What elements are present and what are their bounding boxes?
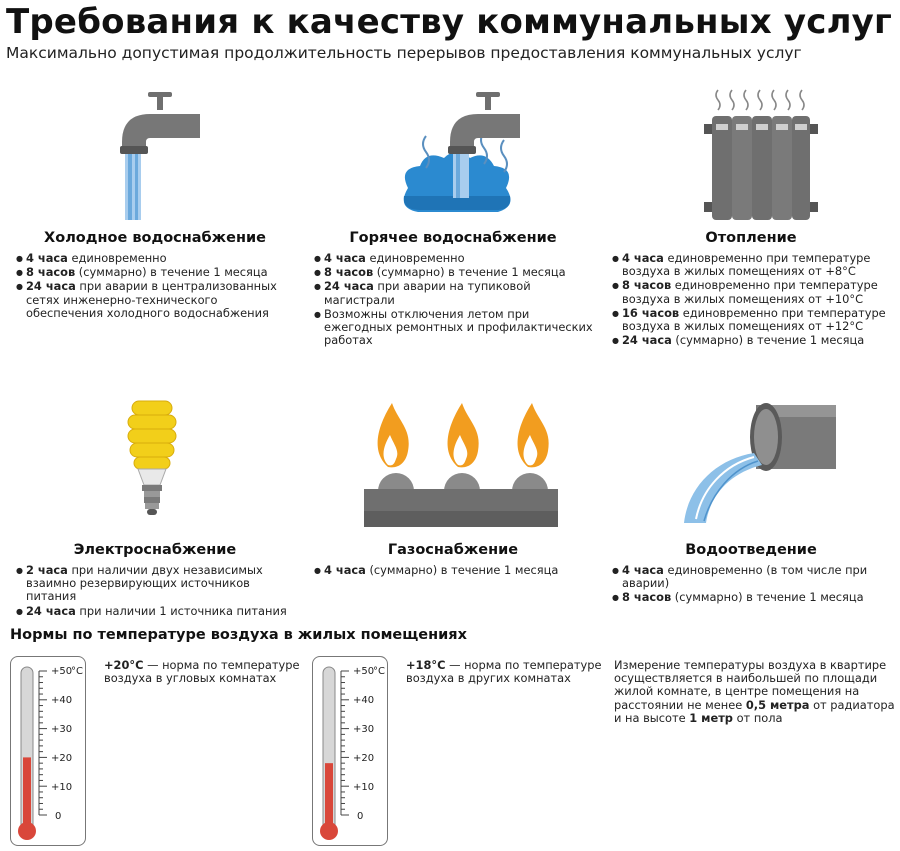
scale-label: +20 xyxy=(353,753,375,764)
service-requirements: 4 часа единовременно 8 часов (суммарно) … xyxy=(16,251,296,321)
mercury-level xyxy=(325,763,333,829)
hot-water-tap-icon xyxy=(308,80,598,220)
scale-label: 0 xyxy=(357,811,364,822)
scale-label: +10 xyxy=(353,782,375,793)
service-title: Газоснабжение xyxy=(387,542,519,558)
thermometer-icon xyxy=(320,666,349,840)
requirement-item: Возможны отключения летом при ежегодных … xyxy=(314,307,594,348)
service-requirements: 4 часа единовременно при температуре воз… xyxy=(612,251,892,348)
scale-label: +20 xyxy=(51,753,73,764)
thermometer-corner: +50 °С +40 +30 +20 +10 0 xyxy=(10,656,86,846)
mercury-level xyxy=(23,757,31,829)
requirement-item: 8 часов единовременно при температуре во… xyxy=(612,279,892,306)
light-bulb-icon xyxy=(10,395,300,535)
service-requirements: 4 часа единовременно 8 часов (суммарно) … xyxy=(314,251,594,348)
radiator-icon xyxy=(606,80,896,220)
service-title: Горячее водоснабжение xyxy=(349,230,557,246)
service-requirements: 2 часа при наличии двух независимых взаи… xyxy=(16,563,296,619)
service-title: Отопление xyxy=(705,230,797,246)
page-subtitle: Максимально допустимая продолжительность… xyxy=(6,44,802,62)
requirement-item: 2 часа при наличии двух независимых взаи… xyxy=(16,563,296,604)
scale-unit: °С xyxy=(373,666,385,677)
requirement-item: 4 часа единовременно (в том числе при ав… xyxy=(612,563,892,590)
requirement-item: 4 часа единовременно при температуре воз… xyxy=(612,251,892,278)
requirement-item: 8 часов (суммарно) в течение 1 месяца xyxy=(16,266,296,280)
scale-label: +50 xyxy=(353,666,375,677)
scale-label: +40 xyxy=(51,695,73,706)
requirement-item: 8 часов (суммарно) в течение 1 месяца xyxy=(612,591,892,605)
requirement-item: 24 часа при наличии 1 источника питания xyxy=(16,604,296,618)
service-title: Холодное водоснабжение xyxy=(44,230,266,246)
service-title: Электроснабжение xyxy=(73,542,237,558)
requirement-item: 8 часов (суммарно) в течение 1 месяца xyxy=(314,266,594,280)
drain-pipe-icon xyxy=(606,395,896,535)
scale-unit: °С xyxy=(71,666,83,677)
requirement-item: 24 часа при аварии на тупиковой магистра… xyxy=(314,280,594,307)
requirement-item: 24 часа (суммарно) в течение 1 месяца xyxy=(612,334,892,348)
service-requirements: 4 часа единовременно (в том числе при ав… xyxy=(612,563,892,606)
thermometer-other: +50 °С +40 +30 +20 +10 0 xyxy=(312,656,388,846)
scale-label: +30 xyxy=(51,724,73,735)
measurement-note: Измерение температуры воздуха в квартире… xyxy=(614,658,895,725)
requirement-item: 4 часа единовременно xyxy=(314,251,594,265)
requirement-item: 4 часа единовременно xyxy=(16,251,296,265)
scale-label: +30 xyxy=(353,724,375,735)
thermometer-icon xyxy=(18,666,47,840)
scale-label: 0 xyxy=(55,811,62,822)
gas-burner-icon xyxy=(308,395,598,535)
cold-water-tap-icon xyxy=(10,80,300,220)
requirement-item: 16 часов единовременно при температуре в… xyxy=(612,306,892,333)
service-requirements: 4 часа (суммарно) в течение 1 месяца xyxy=(314,563,594,578)
norm-other-rooms: +18°С — норма по температуре воздуха в д… xyxy=(406,658,602,686)
scale-label: +10 xyxy=(51,782,73,793)
requirement-item: 24 часа при аварии в централизованных се… xyxy=(16,280,296,320)
norms-title: Нормы по температуре воздуха в жилых пом… xyxy=(10,627,467,643)
scale-label: +50 xyxy=(51,666,73,677)
scale-label: +40 xyxy=(353,695,375,706)
service-title: Водоотведение xyxy=(685,542,817,558)
requirement-item: 4 часа (суммарно) в течение 1 месяца xyxy=(314,563,594,577)
page-title: Требования к качеству коммунальных услуг xyxy=(6,2,893,42)
norm-corner-rooms: +20°С — норма по температуре воздуха в у… xyxy=(104,658,300,686)
